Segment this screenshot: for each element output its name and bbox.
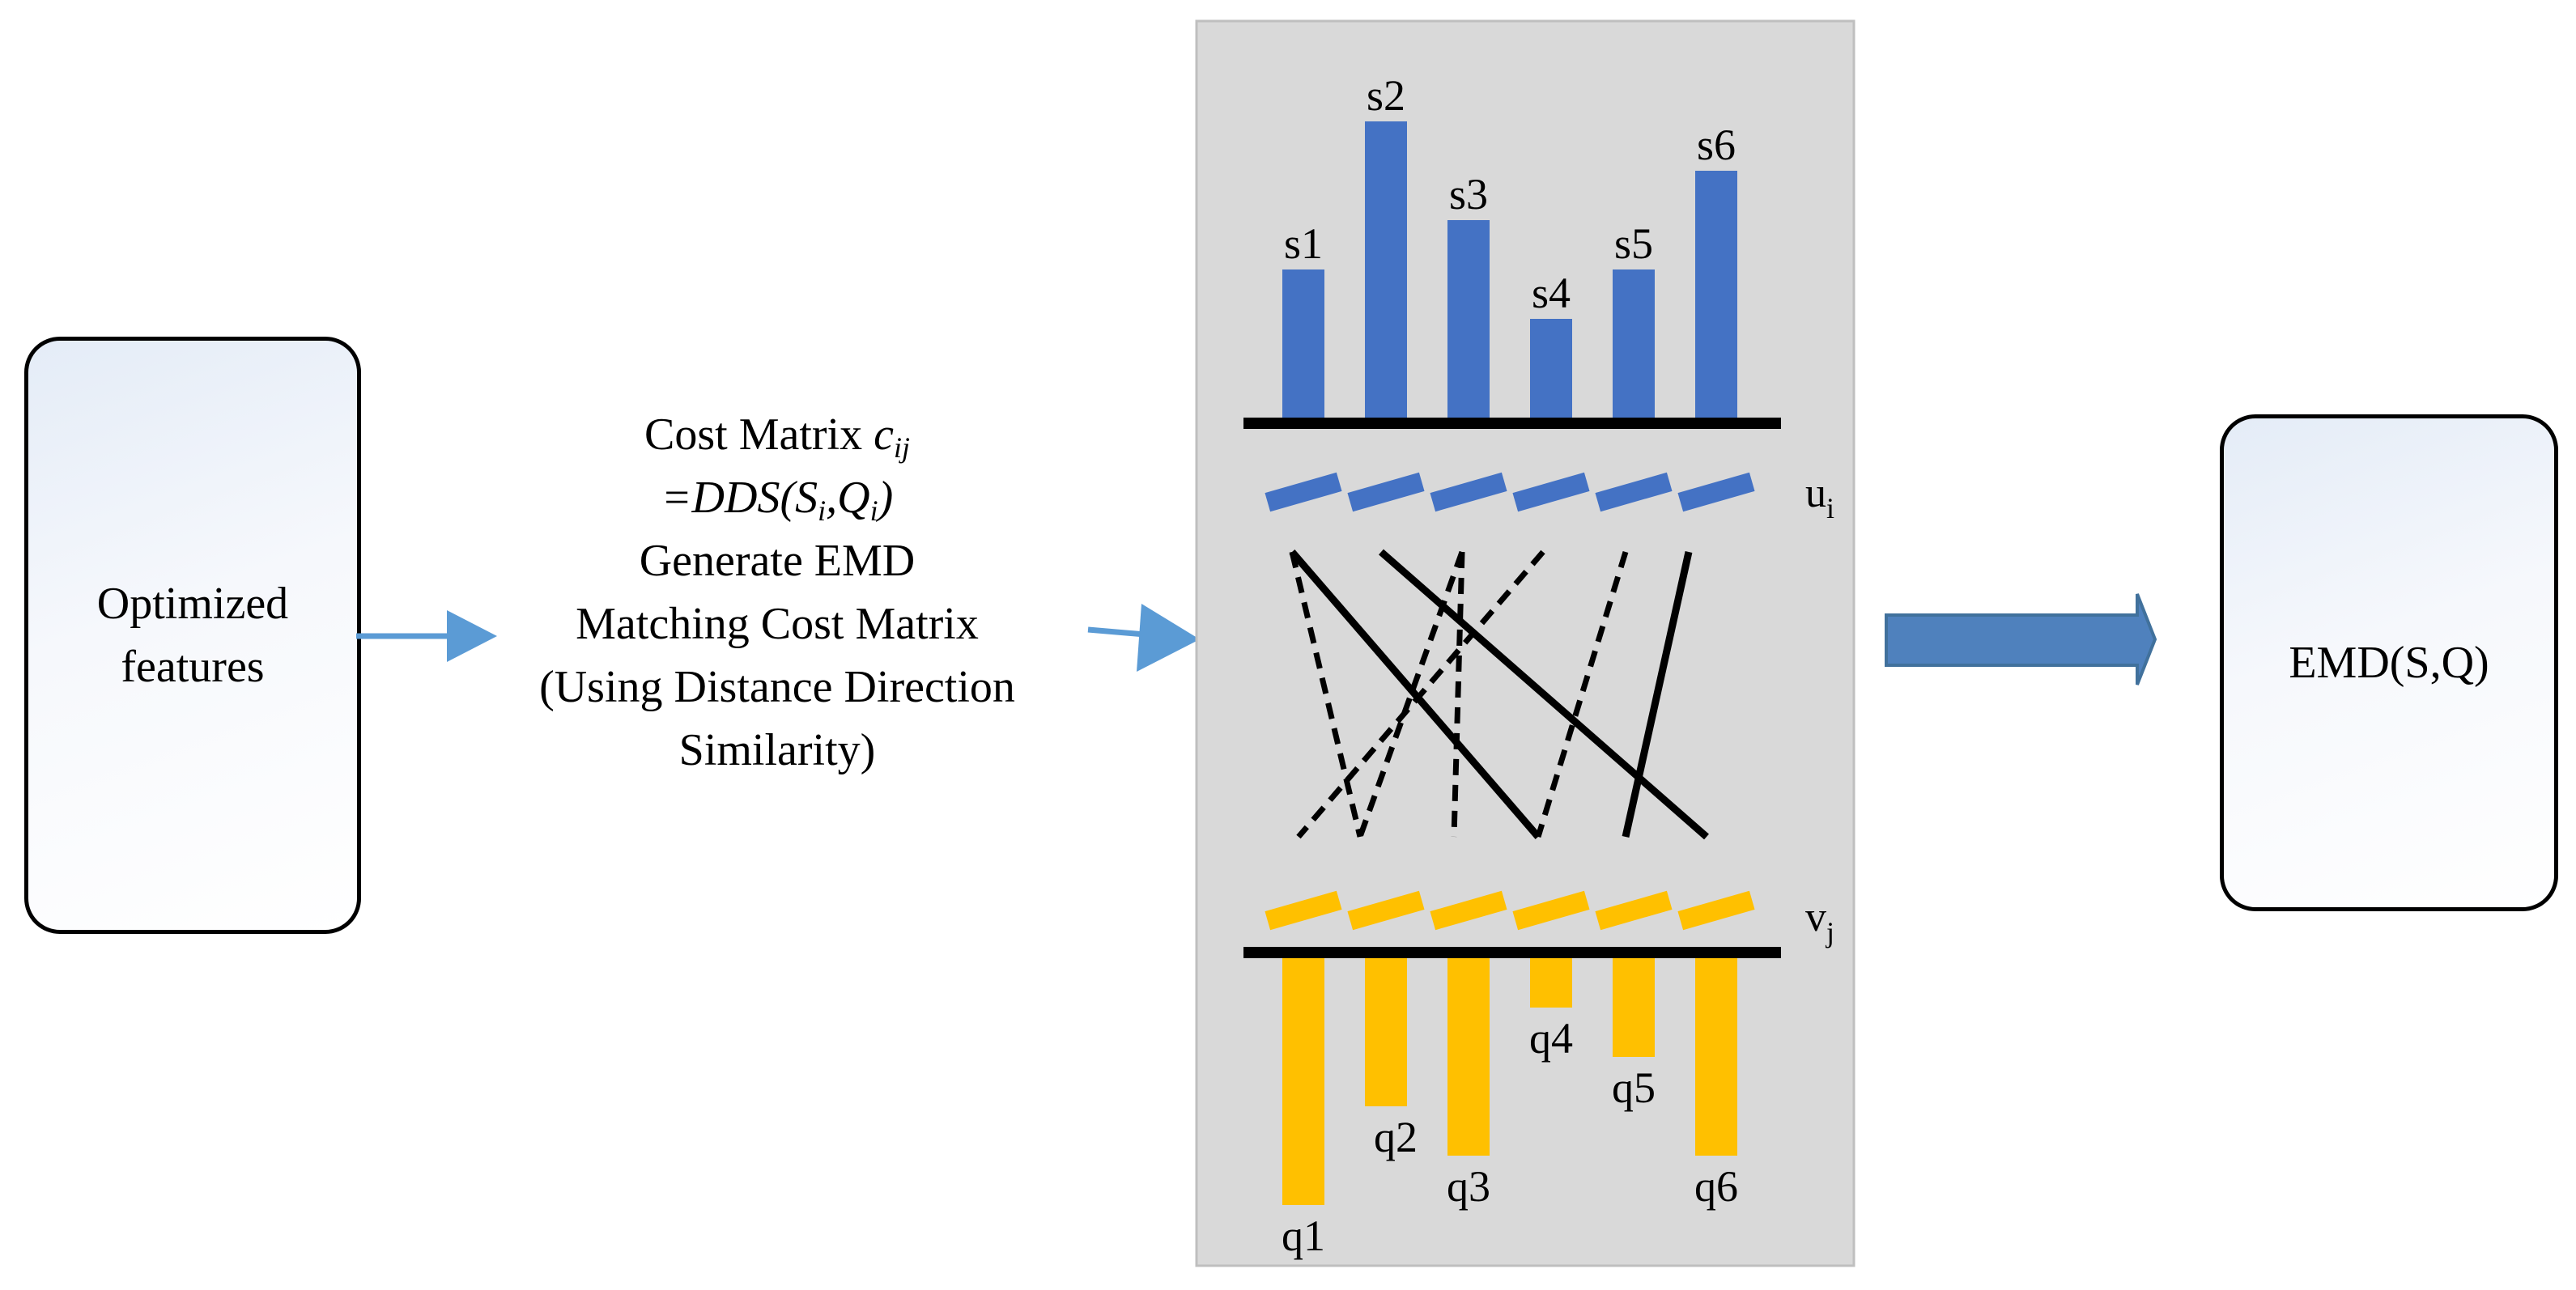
top-bar-s3 — [1447, 220, 1490, 418]
bottom-bar-label-q4: q4 — [1529, 1014, 1573, 1063]
cost-matrix-line-5: (Using Distance Direction — [539, 662, 1015, 712]
bottom-bar-q6 — [1695, 958, 1737, 1156]
bottom-bar-label-q1: q1 — [1282, 1211, 1325, 1260]
arrow-cost-to-panel — [1087, 604, 1200, 672]
input-box-line-2: features — [121, 642, 265, 692]
flow-line-5 — [1451, 551, 1465, 838]
u-signature-bar-3 — [1430, 472, 1507, 512]
cost-matrix-text: Cost Matrix cij =DDS(Si,Qi) Generate EMD… — [502, 403, 1052, 782]
arrow-features-to-cost — [356, 610, 497, 662]
top-bar-s1 — [1282, 269, 1324, 418]
top-bar-s2 — [1365, 121, 1407, 418]
block-arrow-panel-to-emd — [1885, 593, 2157, 685]
v-signature-bar-5 — [1595, 890, 1673, 931]
bottom-bar-label-q5: q5 — [1612, 1063, 1656, 1112]
top-bar-label-s6: s6 — [1697, 121, 1736, 169]
input-box-line-1: Optimized — [96, 579, 289, 629]
v-signature-bar-6 — [1677, 890, 1755, 931]
bottom-bar-q1 — [1282, 958, 1324, 1205]
top-bar-label-s2: s2 — [1367, 71, 1405, 120]
bottom-bar-label-q2: q2 — [1374, 1113, 1418, 1161]
u-label: ui — [1805, 470, 1834, 524]
top-bar-s6 — [1695, 171, 1737, 418]
cost-matrix-line-3: Generate EMD — [639, 536, 916, 586]
flow-line-2 — [1379, 549, 1709, 840]
u-signature-bar-5 — [1595, 472, 1673, 512]
flow-line-4 — [1289, 551, 1363, 838]
top-bar-label-s1: s1 — [1284, 219, 1323, 268]
top-bar-s5 — [1613, 269, 1655, 418]
u-signature-bar-1 — [1265, 472, 1342, 512]
v-signature-bar-2 — [1347, 890, 1425, 931]
bottom-bar-q2 — [1365, 958, 1407, 1106]
optimized-features-box: Optimized features — [24, 337, 361, 934]
u-signature-bar-4 — [1512, 472, 1590, 512]
cost-matrix-line-6: Similarity) — [678, 725, 876, 775]
bottom-bar-q5 — [1613, 958, 1655, 1057]
v-signature-bar-1 — [1265, 890, 1342, 931]
top-bar-label-s5: s5 — [1614, 219, 1653, 268]
bottom-bar-q3 — [1447, 958, 1490, 1156]
emd-output-label: EMD(S,Q) — [2289, 638, 2489, 688]
v-label: vj — [1805, 894, 1834, 948]
bottom-bar-label-q3: q3 — [1447, 1162, 1490, 1211]
v-signature-bar-3 — [1430, 890, 1507, 931]
v-signature-bar-4 — [1512, 890, 1590, 931]
top-bar-label-s3: s3 — [1449, 170, 1488, 219]
bottom-bar-label-q6: q6 — [1694, 1162, 1738, 1211]
cost-matrix-line-1: Cost Matrix cij — [644, 409, 910, 464]
cost-matrix-line-2: =DDS(Si,Qi) — [661, 473, 894, 527]
emd-output-box: EMD(S,Q) — [2220, 414, 2558, 911]
flow-line-1 — [1289, 550, 1541, 839]
cost-matrix-line-4: Matching Cost Matrix — [576, 599, 979, 649]
top-bar-label-s4: s4 — [1532, 269, 1571, 317]
flow-line-7 — [1535, 550, 1629, 838]
flow-line-3 — [1622, 551, 1693, 838]
flow-line-6 — [1296, 550, 1545, 839]
u-signature-bar-2 — [1347, 472, 1425, 512]
bottom-bar-q4 — [1530, 958, 1572, 1008]
top-bar-s4 — [1530, 319, 1572, 418]
u-signature-bar-6 — [1677, 472, 1755, 512]
